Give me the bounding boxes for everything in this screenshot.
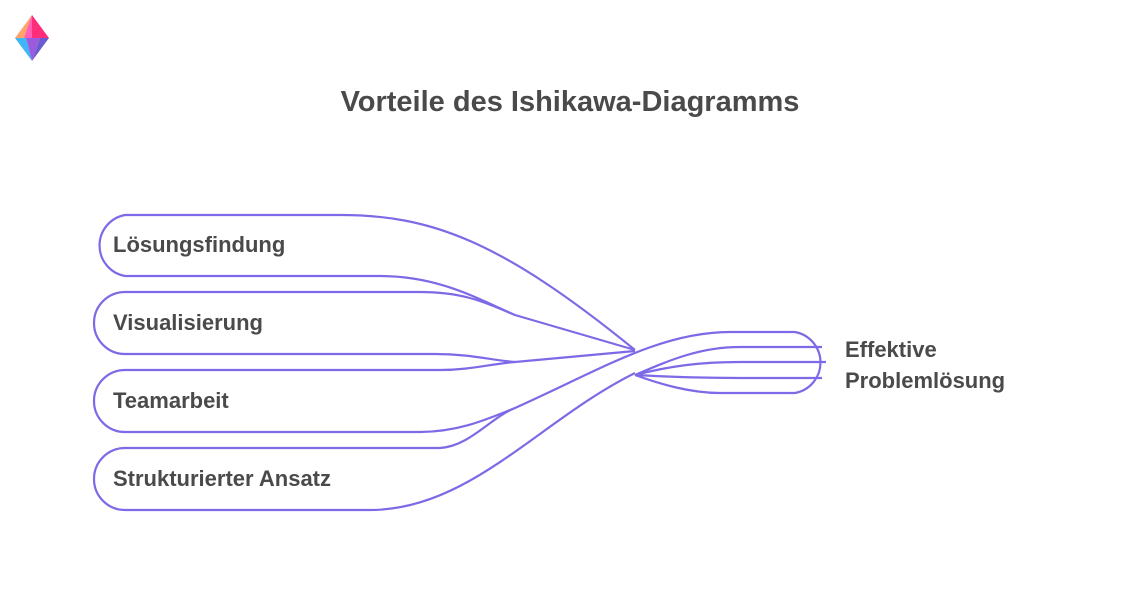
cause-pill-3-outline	[92, 368, 516, 434]
cause-label-2: Visualisierung	[113, 310, 263, 335]
cause-4-connector	[439, 330, 731, 450]
cause-1-top-connector	[339, 213, 636, 351]
gem-logo-icon	[15, 15, 49, 61]
effect-line-4	[634, 373, 822, 380]
cause-label-4: Strukturierter Ansatz	[113, 466, 332, 491]
cause-pill-2-outline	[92, 290, 516, 364]
effect-label-line2: Problemlösung	[845, 368, 1006, 393]
cause-3-connector	[439, 349, 636, 372]
diagram-title: Vorteile des Ishikawa-Diagramms	[340, 86, 800, 118]
effect-line-2	[634, 345, 822, 377]
cause-pill-4-outline	[92, 372, 636, 512]
effect-label-line1: Effektive	[845, 337, 937, 362]
cause-2-connector	[419, 290, 636, 352]
effect-pill-outline	[634, 330, 822, 395]
effect-label: Effektive Problemlösung	[845, 334, 1005, 396]
cause-label-1: Lösungsfindung	[113, 232, 286, 257]
cause-label-3: Teamarbeit	[113, 388, 229, 413]
cause-pill-1-outline	[98, 213, 516, 317]
effect-line-3	[634, 360, 826, 377]
